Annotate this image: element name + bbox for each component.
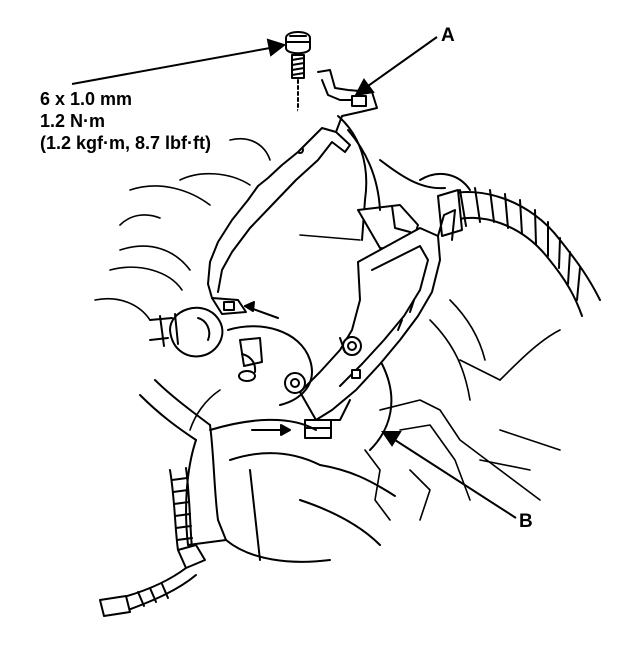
callout-b-leader (394, 439, 517, 519)
spec-leader-line (71, 47, 271, 85)
spec-size: 6 x 1.0 mm (40, 89, 133, 109)
engine-background (94, 138, 561, 521)
bracket-a (207, 69, 378, 315)
callout-b-arrowhead (381, 431, 402, 447)
callout-a-leader (367, 36, 438, 87)
bolt-specification: 6 x 1.0 mm 1.2 N·m (1.2 kgf·m, 8.7 lbf·f… (40, 88, 211, 154)
callout-label-b: B (519, 511, 533, 532)
throttle-body (149, 306, 313, 406)
spec-torque-alt: (1.2 kgf·m, 8.7 lbf·ft) (40, 133, 212, 153)
callout-label-a: A (441, 25, 455, 46)
callout-a-arrowhead (354, 78, 375, 97)
spec-leader-arrowhead (266, 38, 287, 57)
spec-torque: 1.2 N·m (40, 111, 106, 131)
wire-harness-right (437, 187, 601, 317)
hoses (139, 379, 396, 563)
bracket-b (299, 209, 456, 451)
wire-harness-left (99, 467, 206, 617)
